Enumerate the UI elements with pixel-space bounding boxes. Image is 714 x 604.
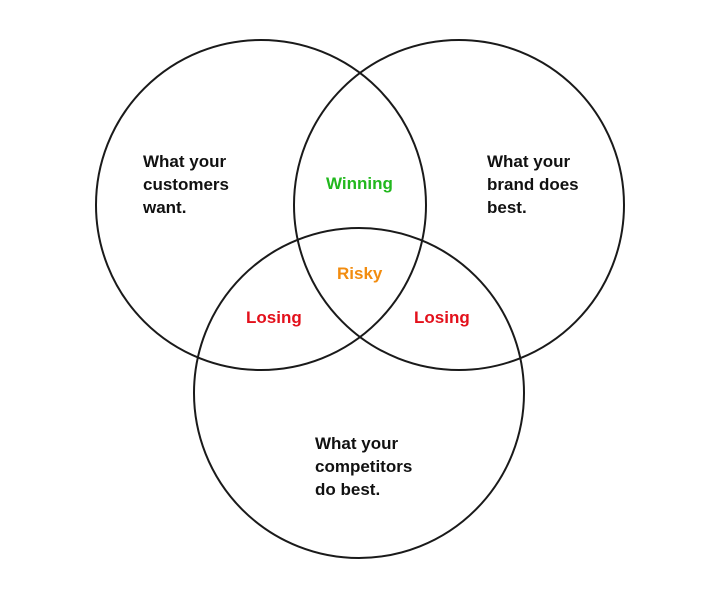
- losing-right-region-label: Losing: [414, 308, 470, 327]
- brand-circle: [293, 39, 625, 371]
- winning-region-label: Winning: [326, 174, 393, 193]
- competitors-label: What your competitors do best.: [315, 434, 413, 499]
- brand-label: What your brand does best.: [487, 152, 579, 217]
- customers-circle: [95, 39, 427, 371]
- competitors-circle: [193, 227, 525, 559]
- losing-left-region-label: Losing: [246, 308, 302, 327]
- customers-label: What your customers want.: [143, 152, 229, 217]
- risky-region-label: Risky: [337, 264, 383, 283]
